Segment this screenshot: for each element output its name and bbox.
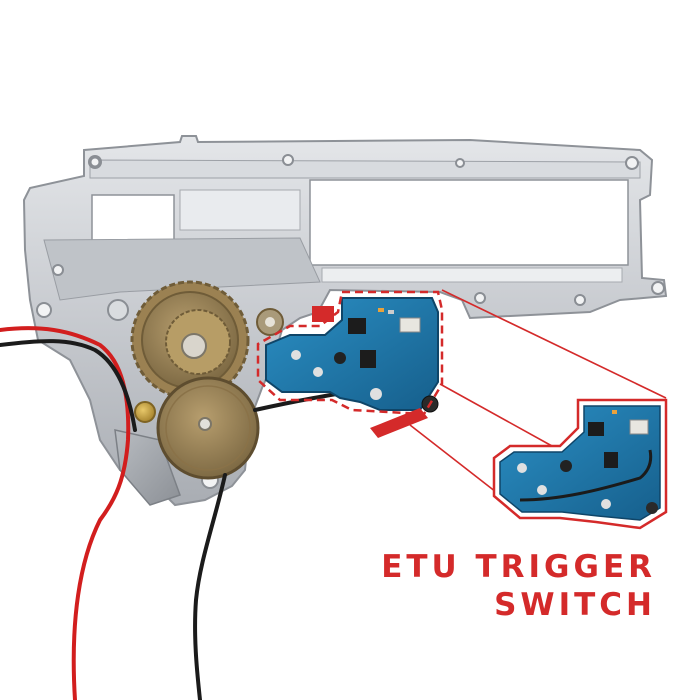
- wire-red: [0, 326, 131, 700]
- etu-circuit-board: [265, 297, 439, 438]
- bevel-gear: [134, 376, 260, 480]
- caption-line-2: SWITCH: [494, 587, 656, 623]
- red-marker: [312, 306, 334, 322]
- zoom-callout-lines: [409, 289, 667, 493]
- spur-gear: [256, 308, 284, 336]
- etu-trigger-switch-caption: ETU TRIGGER SWITCH: [381, 548, 656, 624]
- caption-line-1: ETU TRIGGER: [381, 549, 656, 585]
- zoom-callout: [492, 398, 668, 530]
- sector-gear: [130, 280, 250, 400]
- highlight-outline: [256, 290, 444, 416]
